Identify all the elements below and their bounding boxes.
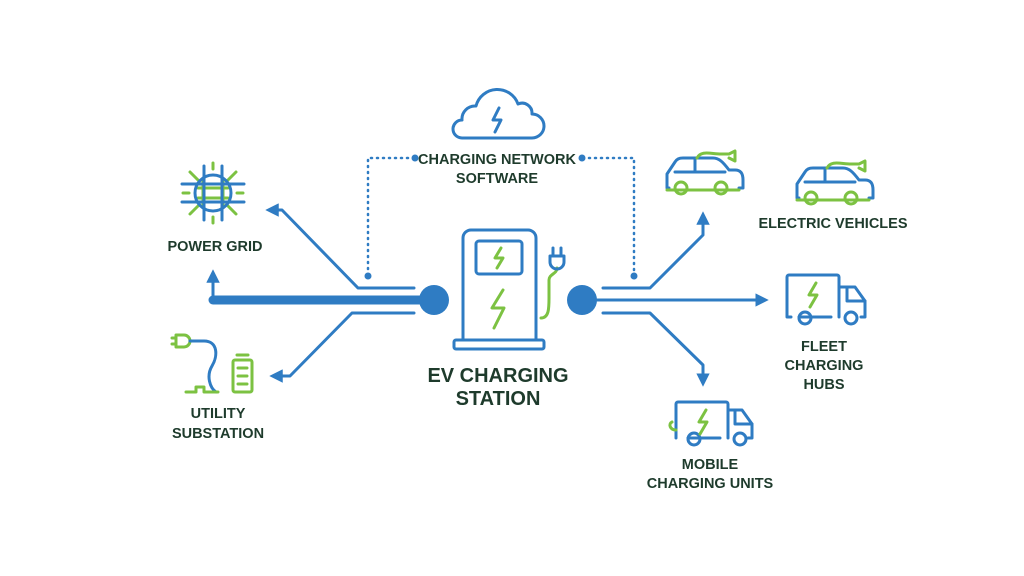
source-label: POWER GRID: [167, 239, 262, 255]
electric-car-icon: [665, 149, 745, 196]
destination-label: MOBILE: [682, 457, 739, 473]
mobile-charging-van-icon: [668, 400, 754, 447]
plug-battery-icon: [170, 333, 254, 394]
electric-car-icon: [795, 159, 875, 206]
source-label: UTILITY: [191, 406, 246, 422]
center-title-line2: STATION: [456, 388, 541, 410]
output-flow-lines: [567, 211, 769, 387]
input-hub-node: [419, 285, 449, 315]
charging-pump-icon: [452, 228, 566, 351]
destination-label: FLEET: [801, 339, 847, 355]
destination-label: CHARGING: [785, 358, 864, 374]
destination-label: HUBS: [803, 377, 844, 393]
destination-label: CHARGING UNITS: [647, 476, 774, 492]
software-label-line2: SOFTWARE: [456, 171, 538, 187]
output-hub-node: [567, 285, 597, 315]
software-label-line1: CHARGING NETWORK: [418, 152, 576, 168]
software-dotted-connector-right: [578, 154, 638, 280]
cloud-lightning-icon: [451, 87, 546, 140]
power-grid-icon: [180, 161, 246, 225]
delivery-truck-icon: [785, 273, 867, 326]
source-label: SUBSTATION: [172, 426, 264, 442]
destination-label: ELECTRIC VEHICLES: [758, 216, 907, 232]
center-title-line1: EV CHARGING: [427, 365, 568, 387]
software-dotted-connector-left: [364, 154, 419, 280]
input-flow-lines: [206, 203, 449, 383]
